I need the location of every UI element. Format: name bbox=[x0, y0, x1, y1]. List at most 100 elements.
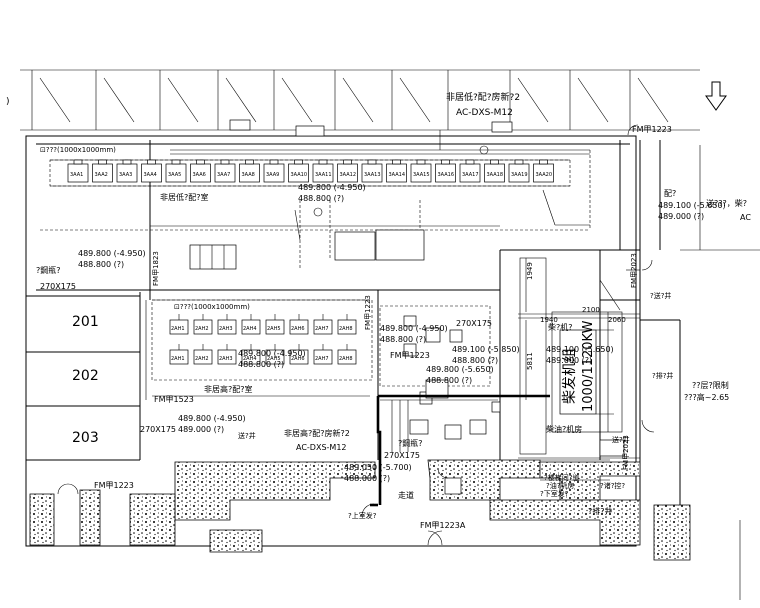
dim-1940: 1940 bbox=[540, 316, 558, 324]
lower-cabinet-unit: 2AH1 bbox=[169, 344, 189, 365]
lower-elev-2: 488.800 (?) bbox=[238, 360, 284, 369]
cabinet-unit-tag: 3AA3 bbox=[119, 172, 132, 178]
right-far-2: AC bbox=[740, 213, 751, 222]
stair-lines bbox=[391, 400, 610, 481]
top-ac-unit-code: AC-DXS-M12 bbox=[456, 108, 513, 118]
corridor-door: FM甲1223A bbox=[420, 521, 466, 530]
cabinet-unit: 3AA1 bbox=[67, 159, 89, 183]
cabinet-unit-tag: 3AA2 bbox=[95, 172, 108, 178]
mid-dim: 270X175 bbox=[456, 319, 492, 328]
gen-elev-1: 489.100 (-5.650) bbox=[546, 345, 614, 354]
cabinet-unit: 3AA7 bbox=[214, 159, 236, 183]
lower-cabinet-tag: 2AH4 bbox=[243, 326, 257, 332]
upper-elev-1: 489.800 (-4.950) bbox=[298, 183, 366, 192]
dim-5811: 5811 bbox=[526, 352, 534, 370]
cabinet-unit: 3AA17 bbox=[459, 159, 481, 183]
cabinet-unit-tag: 3AA18 bbox=[487, 172, 504, 178]
cabinet-unit-tag: 3AA20 bbox=[536, 172, 553, 178]
corridor-dim: 270X175 bbox=[384, 451, 420, 460]
left-room-fire: ?鋼瓶? bbox=[36, 265, 61, 275]
cabinet-unit-tag: 3AA6 bbox=[193, 172, 206, 178]
cabinet-unit: 3AA15 bbox=[410, 159, 432, 183]
cabinet-unit: 3AA10 bbox=[288, 159, 309, 183]
lower-cabinet-unit: 2AH6 bbox=[289, 314, 309, 335]
lower-cabinet-tag: 2AH7 bbox=[315, 356, 329, 362]
cabinet-unit-tag: 3AA11 bbox=[315, 172, 332, 178]
foundation-hatch bbox=[29, 459, 691, 561]
dim-2100: 2100 bbox=[582, 306, 600, 314]
fire-room: ?鋼瓶? bbox=[398, 438, 423, 448]
door-fm-1523: FM甲1523 bbox=[154, 395, 194, 404]
lower-rack-label: ⊡???(1000x1000mm) bbox=[174, 303, 250, 311]
lower-cabinet-tag: 2AH4 bbox=[243, 356, 257, 362]
lower-left-well: 送?井 bbox=[238, 431, 256, 440]
cabinet-unit: 3AA2 bbox=[92, 159, 113, 183]
lower-cabinet-tag: 2AH1 bbox=[171, 356, 185, 362]
cabinet-unit-tag: 3AA13 bbox=[364, 172, 381, 178]
top-ac-unit-name: 非居低?配?房新?2 bbox=[446, 91, 520, 103]
cabinet-unit-tag: 3AA7 bbox=[217, 172, 230, 178]
mid-elev-2: 488.800 (?) bbox=[380, 335, 426, 344]
room-201: 201 bbox=[72, 314, 99, 330]
gen-room-title: 柴?机? bbox=[548, 322, 573, 332]
upper-room-fixtures bbox=[189, 119, 590, 270]
cabinet-unit: 3AA18 bbox=[484, 159, 505, 183]
lower-cabinet-tag: 2AH3 bbox=[219, 356, 233, 362]
right-far-1: 送???，柴? bbox=[706, 198, 747, 208]
lower-cabinet-tag: 2AH8 bbox=[339, 326, 353, 332]
lower-room-name: 非居高?配?室 bbox=[204, 384, 253, 394]
door-fm-1223-top: FM甲1223 bbox=[632, 125, 672, 134]
distribution-elev-2: 489.000 (?) bbox=[658, 212, 704, 221]
lower-cabinet-tag: 2AH3 bbox=[219, 326, 233, 332]
room-202: 202 bbox=[72, 368, 99, 384]
cabinet-unit: 3AA13 bbox=[361, 159, 383, 183]
cabinet-unit: 3AA5 bbox=[165, 159, 187, 183]
oil-room: 柴油?机房 bbox=[546, 424, 582, 434]
dimension-lines bbox=[150, 225, 640, 400]
gen-mid-elev-1: 489.100 (-5.850) bbox=[452, 345, 520, 354]
cabinet-unit-tag: 3AA19 bbox=[511, 172, 528, 178]
right-door: FM甲2023 bbox=[630, 253, 638, 288]
lower-cabinet-unit: 2AH5 bbox=[265, 314, 285, 335]
cabinet-unit-tag: 3AA16 bbox=[438, 172, 455, 178]
cabinet-unit: 3AA16 bbox=[435, 159, 456, 183]
bottom-left-door: FM甲1223 bbox=[94, 481, 134, 490]
gen-room-power: 1000/1120KW bbox=[581, 320, 596, 412]
lower-cabinet-unit: 2AH6 bbox=[289, 344, 309, 365]
corridor-elev-2: 488.000 (?) bbox=[344, 474, 390, 483]
cabinet-unit-tag: 3AA4 bbox=[144, 172, 157, 178]
right-door-2: FM甲2023 bbox=[622, 435, 630, 470]
gen-elev-2: 489.000 (?) bbox=[546, 356, 592, 365]
cabinet-unit: 3AA12 bbox=[337, 159, 358, 183]
lower-elev-1: 489.800 (-4.950) bbox=[238, 349, 306, 358]
gen-room-name: 柴发机组 bbox=[562, 348, 578, 404]
oil-room-2: ?油?机房 bbox=[546, 481, 574, 490]
cabinet-unit: 3AA14 bbox=[386, 159, 407, 183]
lower-cabinet-tag: 2AH2 bbox=[195, 356, 209, 362]
bottom-ac-unit-name: 非居高?配?房新?2 bbox=[284, 428, 350, 438]
upper-elev-2: 488.800 (?) bbox=[298, 194, 344, 203]
lower-cabinet-unit: 2AH5 bbox=[265, 344, 285, 365]
mid-elev-1: 489.800 (-4.950) bbox=[380, 324, 448, 333]
lower-cabinet-unit: 2AH4 bbox=[241, 314, 261, 335]
building-walls bbox=[25, 135, 760, 600]
upper-room-name: 非居低?配?室 bbox=[160, 192, 209, 202]
left-dim-270: 270X175 bbox=[40, 282, 76, 291]
lower-cabinet-unit: 2AH7 bbox=[313, 344, 333, 365]
bottom-right-well: ?排?井 bbox=[588, 506, 613, 516]
cabinet-unit-tag: 3AA5 bbox=[168, 172, 181, 178]
lower-cabinet-tag: 2AH2 bbox=[195, 326, 209, 332]
cabinet-unit-tag: 3AA9 bbox=[266, 172, 279, 178]
lower-cabinet-unit: 2AH7 bbox=[313, 314, 333, 335]
lower-cabinet-unit: 2AH8 bbox=[337, 344, 357, 365]
cabinet-unit-tag: 3AA15 bbox=[413, 172, 430, 178]
door-swings bbox=[57, 124, 655, 546]
lower-cabinet-unit: 2AH3 bbox=[217, 314, 237, 335]
lower-cabinet-unit: 2AH2 bbox=[193, 344, 213, 365]
gen-mid-elev-2: 488.800 (?) bbox=[452, 356, 498, 365]
distribution-room: 配? bbox=[664, 189, 676, 198]
cabinet-unit: 3AA9 bbox=[263, 159, 285, 183]
stair-label: ?楼梯间?道 bbox=[544, 473, 579, 482]
cable-runs bbox=[370, 394, 550, 507]
cabinet-unit-tag: 3AA1 bbox=[70, 172, 83, 178]
